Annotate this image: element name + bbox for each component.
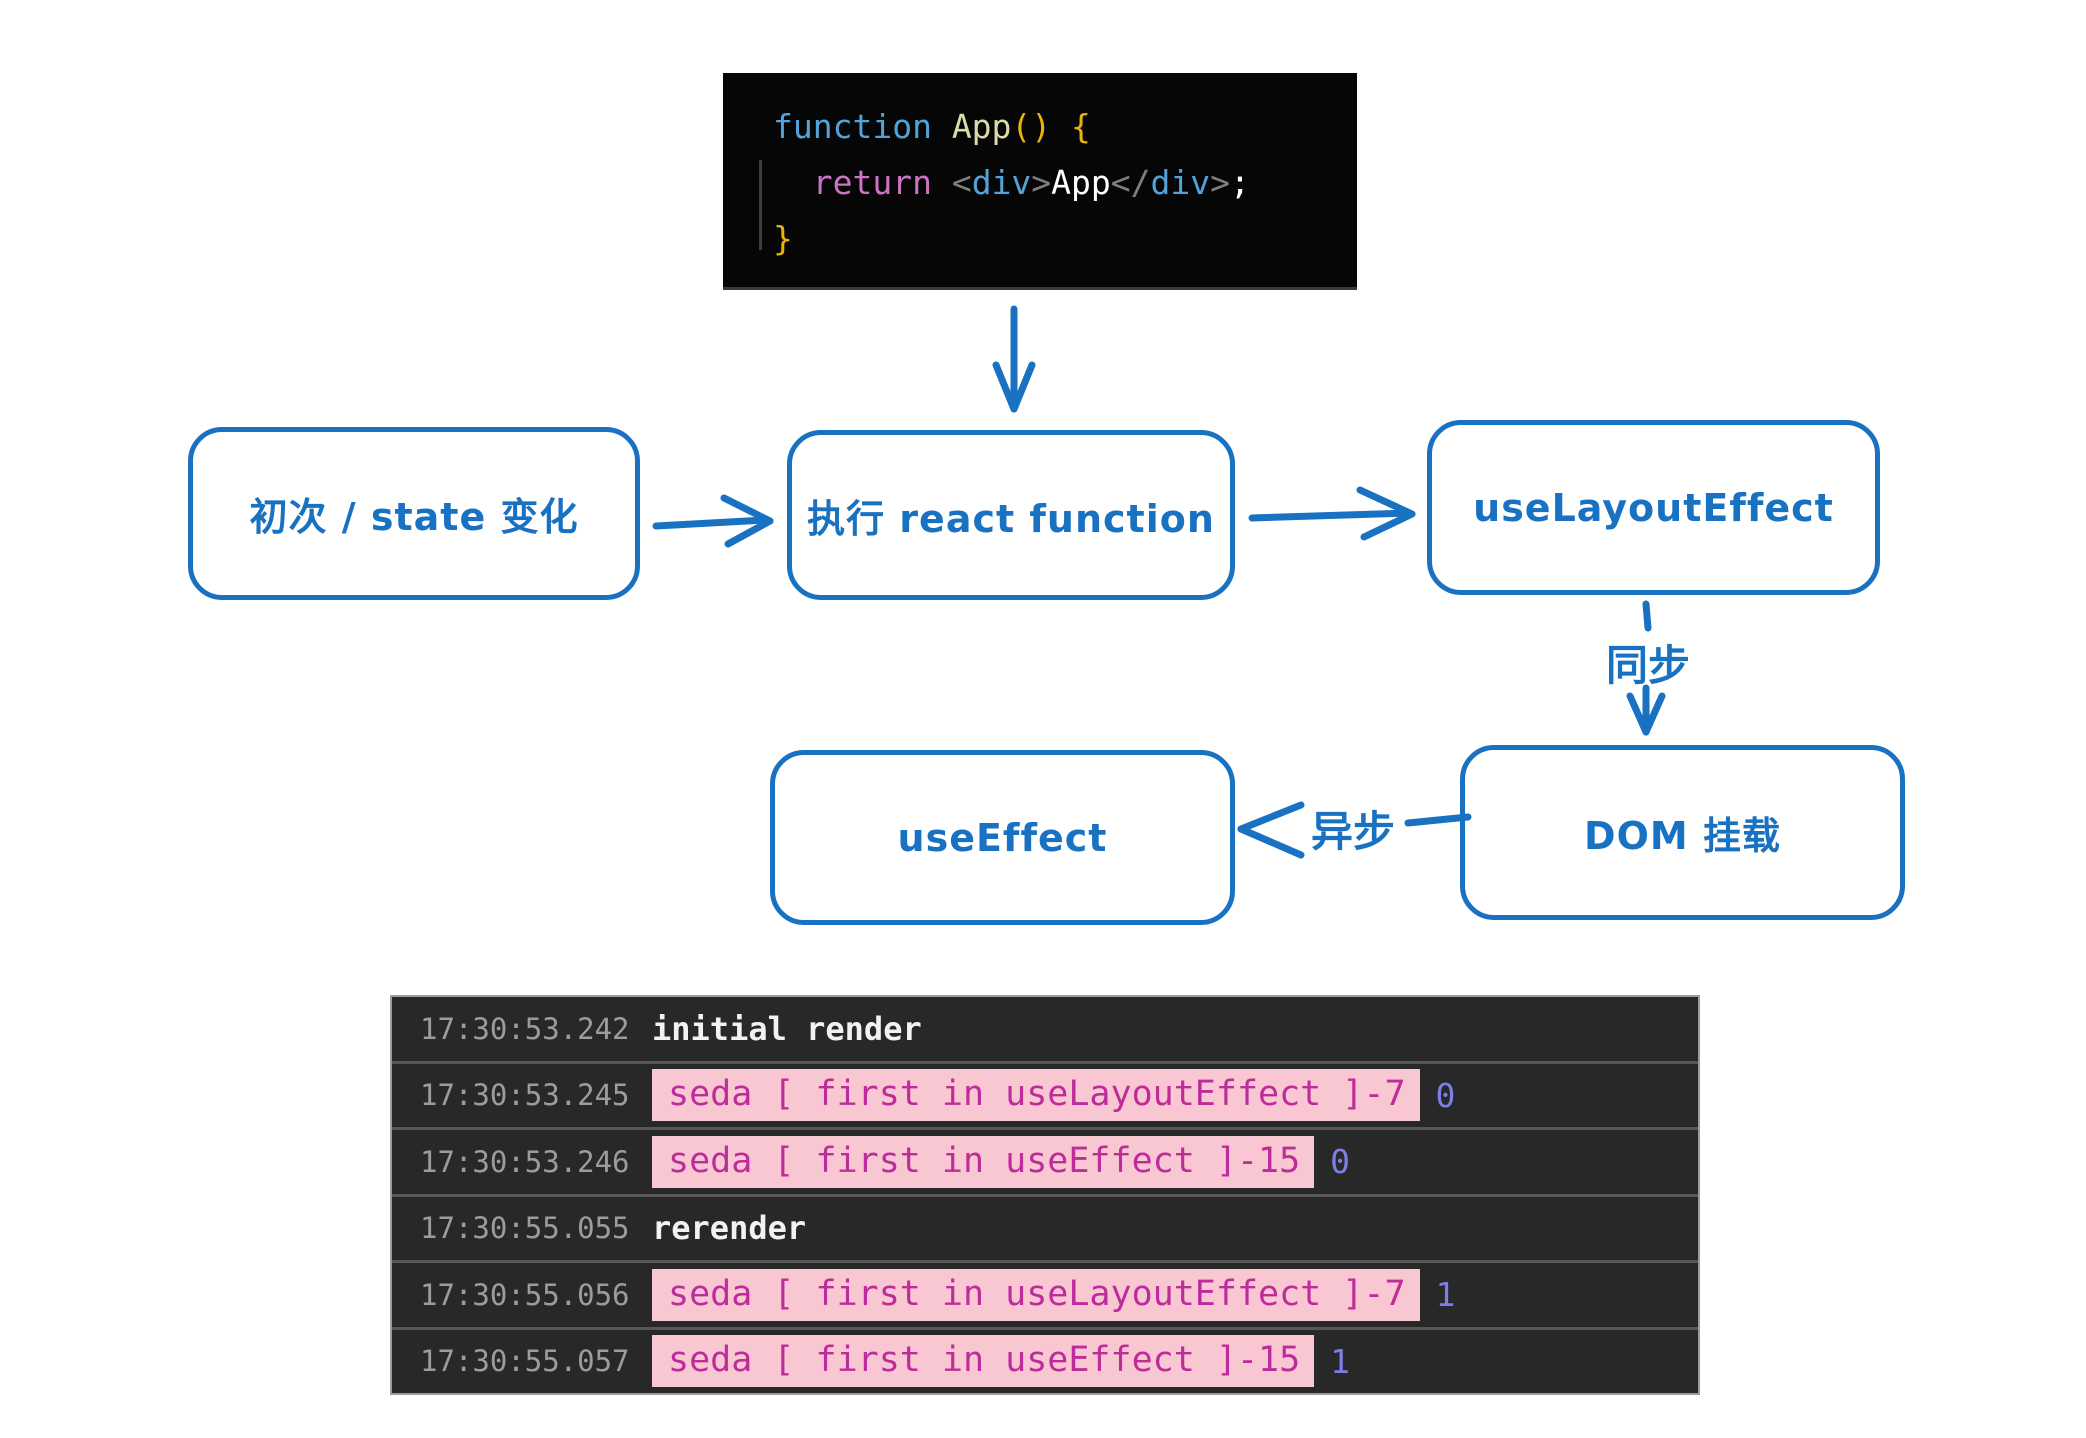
console-row: 17:30:55.055 rerender <box>392 1193 1698 1261</box>
log-badge: seda [ first in useEffect ]-15 <box>652 1135 1315 1188</box>
flow-box-dom-mount: DOM 挂载 <box>1460 745 1905 920</box>
arrow-left-icon <box>1237 801 1472 859</box>
log-timestamp: 17:30:53.246 <box>420 1144 630 1179</box>
arrow-right-icon <box>652 494 774 548</box>
flow-box-render-function: 执行 react function <box>787 430 1235 600</box>
code-token: App <box>1051 163 1111 202</box>
log-timestamp: 17:30:55.056 <box>420 1277 630 1312</box>
code-token: > <box>1210 163 1231 202</box>
code-token: ; <box>1230 163 1250 202</box>
arrow-down-icon <box>992 305 1036 413</box>
flow-box-useeffect: useEffect <box>770 750 1235 925</box>
code-snippet: function App() { return <div>App</div>; … <box>723 73 1357 290</box>
code-token: < <box>951 163 972 202</box>
flow-box-trigger: 初次 / state 变化 <box>188 427 640 600</box>
arrow-down-dashed-icon <box>1626 600 1666 736</box>
log-value: 0 <box>1435 1075 1456 1115</box>
code-token: () { <box>1011 107 1091 146</box>
console-panel: 17:30:53.242 initial render 17:30:53.245… <box>390 995 1700 1395</box>
console-row: 17:30:55.057 seda [ first in useEffect ]… <box>392 1326 1698 1394</box>
code-token: </ <box>1110 163 1151 202</box>
code-token: div <box>971 163 1032 202</box>
log-timestamp: 17:30:55.057 <box>420 1344 630 1379</box>
sync-label: 同步 <box>1605 641 1690 690</box>
code-token: function <box>773 107 952 146</box>
console-row: 17:30:53.242 initial render <box>392 997 1698 1061</box>
log-value: 1 <box>1435 1275 1456 1315</box>
log-message: initial render <box>652 1009 922 1048</box>
console-row: 17:30:53.245 seda [ first in useLayoutEf… <box>392 1060 1698 1128</box>
log-badge: seda [ first in useLayoutEffect ]-7 <box>652 1268 1420 1321</box>
console-row: 17:30:53.246 seda [ first in useEffect ]… <box>392 1127 1698 1194</box>
code-token: div <box>1150 163 1211 202</box>
code-token: return <box>773 163 952 202</box>
code-token: } <box>773 219 793 258</box>
flow-box-uselayouteffect-label: useLayoutEffect <box>1473 485 1834 530</box>
log-badge: seda [ first in useLayoutEffect ]-7 <box>652 1069 1420 1122</box>
indent-guide-line <box>759 160 762 250</box>
flow-box-uselayouteffect: useLayoutEffect <box>1427 420 1880 595</box>
async-label: 异步 <box>1310 807 1395 856</box>
log-message: rerender <box>652 1209 807 1248</box>
console-row: 17:30:55.056 seda [ first in useLayoutEf… <box>392 1260 1698 1327</box>
log-badge: seda [ first in useEffect ]-15 <box>652 1335 1315 1388</box>
flow-box-render-label: 执行 react function <box>807 496 1215 541</box>
flow-box-trigger-label: 初次 / state 变化 <box>249 495 579 539</box>
log-timestamp: 17:30:53.245 <box>420 1078 630 1113</box>
log-timestamp: 17:30:55.055 <box>420 1211 630 1246</box>
code-token: App <box>951 107 1012 146</box>
code-token: > <box>1031 163 1052 202</box>
arrow-right-icon <box>1248 486 1416 541</box>
log-value: 0 <box>1330 1142 1351 1182</box>
log-value: 1 <box>1330 1341 1351 1381</box>
flow-box-dom-mount-label: DOM 挂载 <box>1584 814 1781 858</box>
log-timestamp: 17:30:53.242 <box>420 1011 630 1046</box>
flow-box-useeffect-label: useEffect <box>897 815 1108 860</box>
